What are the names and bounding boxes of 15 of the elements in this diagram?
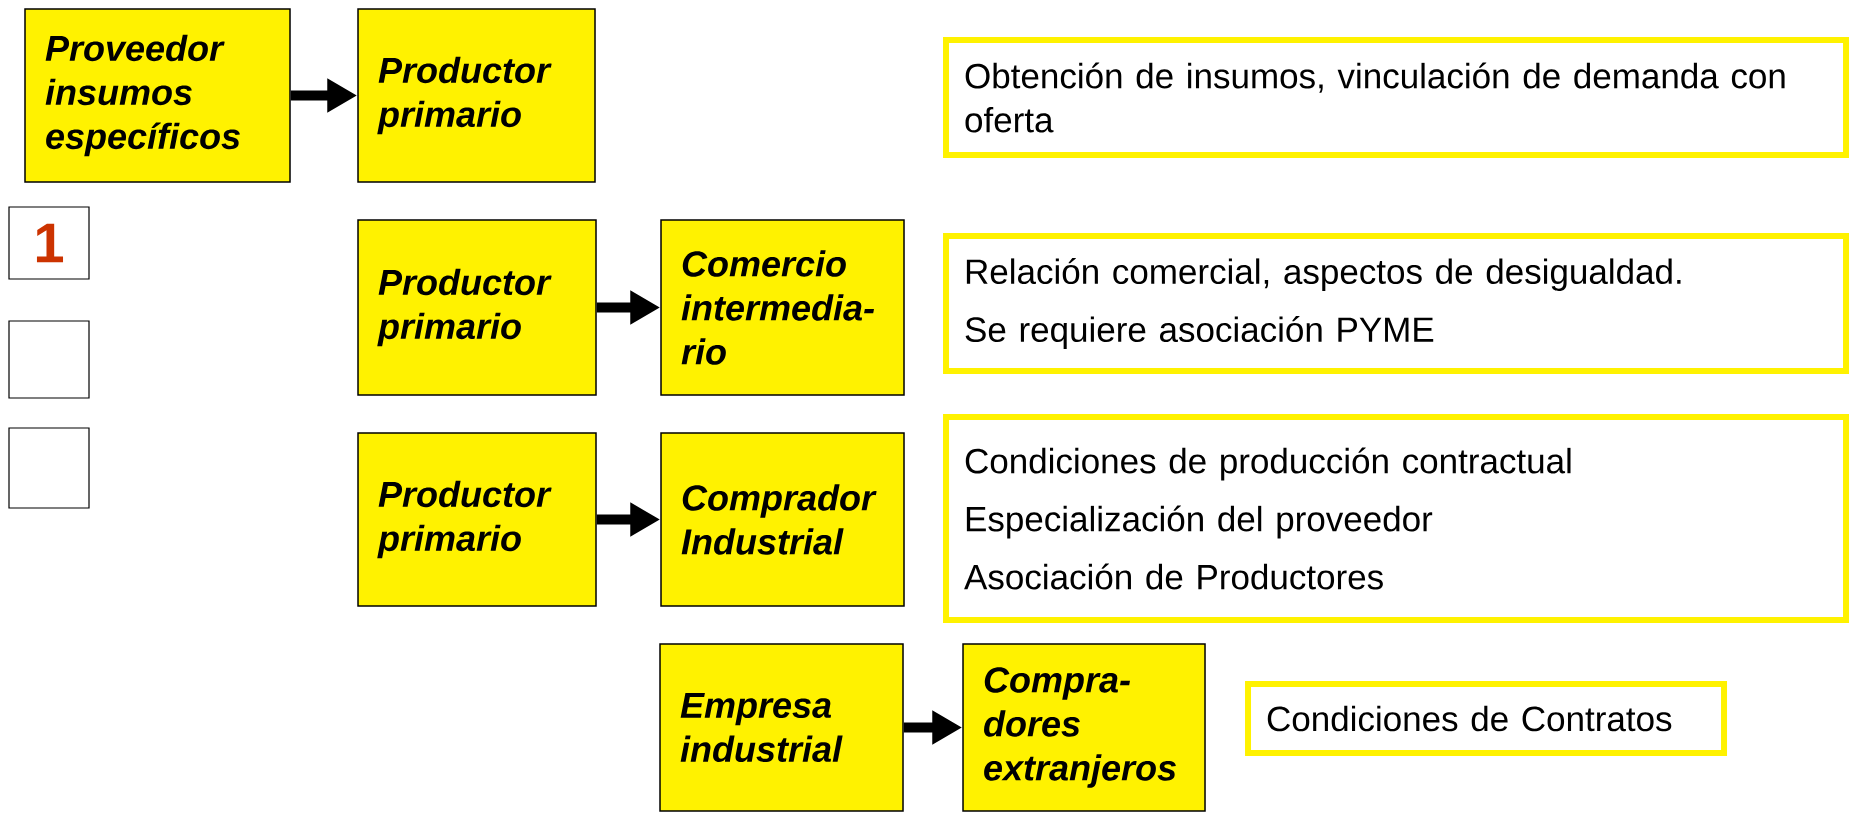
process-box: Compra-dores extranjeros (962, 643, 1206, 812)
text-box: Relación comercial, aspectos de desigualdad. Se requiere asociación PYME (943, 233, 1850, 374)
process-box: Comercio intermedia-rio (660, 219, 905, 396)
process-box: Productor primario (357, 8, 596, 183)
text-box: Obtención de insumos, vinculación de demanda con oferta (943, 37, 1850, 158)
number-box: 1 (8, 206, 90, 280)
process-box: Productor primario (357, 219, 597, 396)
process-box: Proveedor insumos específicos (24, 8, 291, 183)
process-box: Comprador Industrial (660, 432, 905, 607)
process-box: Empresa industrial (659, 643, 904, 812)
process-box: Productor primario (357, 432, 597, 607)
text-box: Condiciones de producción contractual Especialización del proveedor Asociación de Productores (943, 414, 1850, 623)
text-box: Condiciones de Contratos (1245, 681, 1727, 756)
empty-box (8, 320, 90, 399)
empty-box (8, 427, 90, 509)
